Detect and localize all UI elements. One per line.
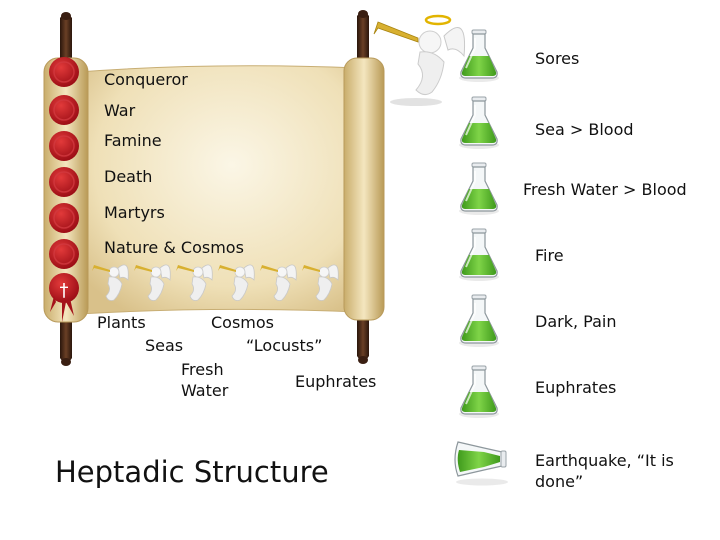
wax-seal-1 <box>49 57 79 87</box>
trumpet-angel-3 <box>176 264 213 301</box>
trumpet-angel-large <box>373 14 466 106</box>
wax-seal-2 <box>49 95 79 125</box>
right-scroll-roll <box>343 10 385 364</box>
seventh-seal: † <box>49 273 79 322</box>
bowl-flask-1 <box>459 29 499 82</box>
trumpet-label-cosmos: Cosmos <box>211 313 275 332</box>
bowl-label-sea-blood: Sea > Blood <box>535 120 634 139</box>
trumpet-label-locusts: “Locusts” <box>246 336 323 355</box>
bowl-label-fresh-water-blood: Fresh Water > Blood <box>523 180 687 199</box>
trumpet-label-plants: Plants <box>97 313 146 332</box>
bowl-flask-2 <box>459 96 499 149</box>
bowl-flask-6 <box>459 365 499 418</box>
trumpet-angels-row <box>92 264 339 301</box>
wax-seal-3 <box>49 131 79 161</box>
seal-label-death: Death <box>104 167 153 186</box>
trumpet-label-fresh-water: Fresh Water <box>181 360 229 400</box>
bowl-label-fire: Fire <box>535 246 564 265</box>
trumpet-angel-5 <box>260 264 297 301</box>
seal-label-conqueror: Conqueror <box>104 70 188 89</box>
bowl-label-sores: Sores <box>535 49 580 68</box>
bowl-label-earthquake: Earthquake, “It is done” <box>535 451 674 491</box>
slide-title: Heptadic Structure <box>55 455 329 489</box>
bowl-flask-7 <box>454 441 508 486</box>
trumpet-angel-4 <box>218 264 255 301</box>
trumpet-angel-1 <box>92 264 129 301</box>
wax-seal-4 <box>49 167 79 197</box>
bowl-flask-3 <box>459 162 499 215</box>
bowl-flask-5 <box>459 294 499 347</box>
trumpet-label-euphrates: Euphrates <box>295 372 377 391</box>
trumpet-angel-2 <box>134 264 171 301</box>
bowl-label-euphrates: Euphrates <box>535 378 617 397</box>
trumpet-label-seas: Seas <box>145 336 184 355</box>
seal-label-famine: Famine <box>104 131 162 150</box>
seal-label-nature-cosmos: Nature & Cosmos <box>104 238 244 257</box>
wax-seals <box>49 57 79 269</box>
trumpet-angel-6 <box>302 264 339 301</box>
bowl-label-dark-pain: Dark, Pain <box>535 312 617 331</box>
bowl-flask-4 <box>459 228 499 281</box>
wax-seal-5 <box>49 203 79 233</box>
seal-label-war: War <box>104 101 136 120</box>
seventh-seal-symbol: † <box>60 280 69 301</box>
seal-label-martyrs: Martyrs <box>104 203 165 222</box>
wax-seal-6 <box>49 239 79 269</box>
bowl-flasks <box>454 29 508 486</box>
